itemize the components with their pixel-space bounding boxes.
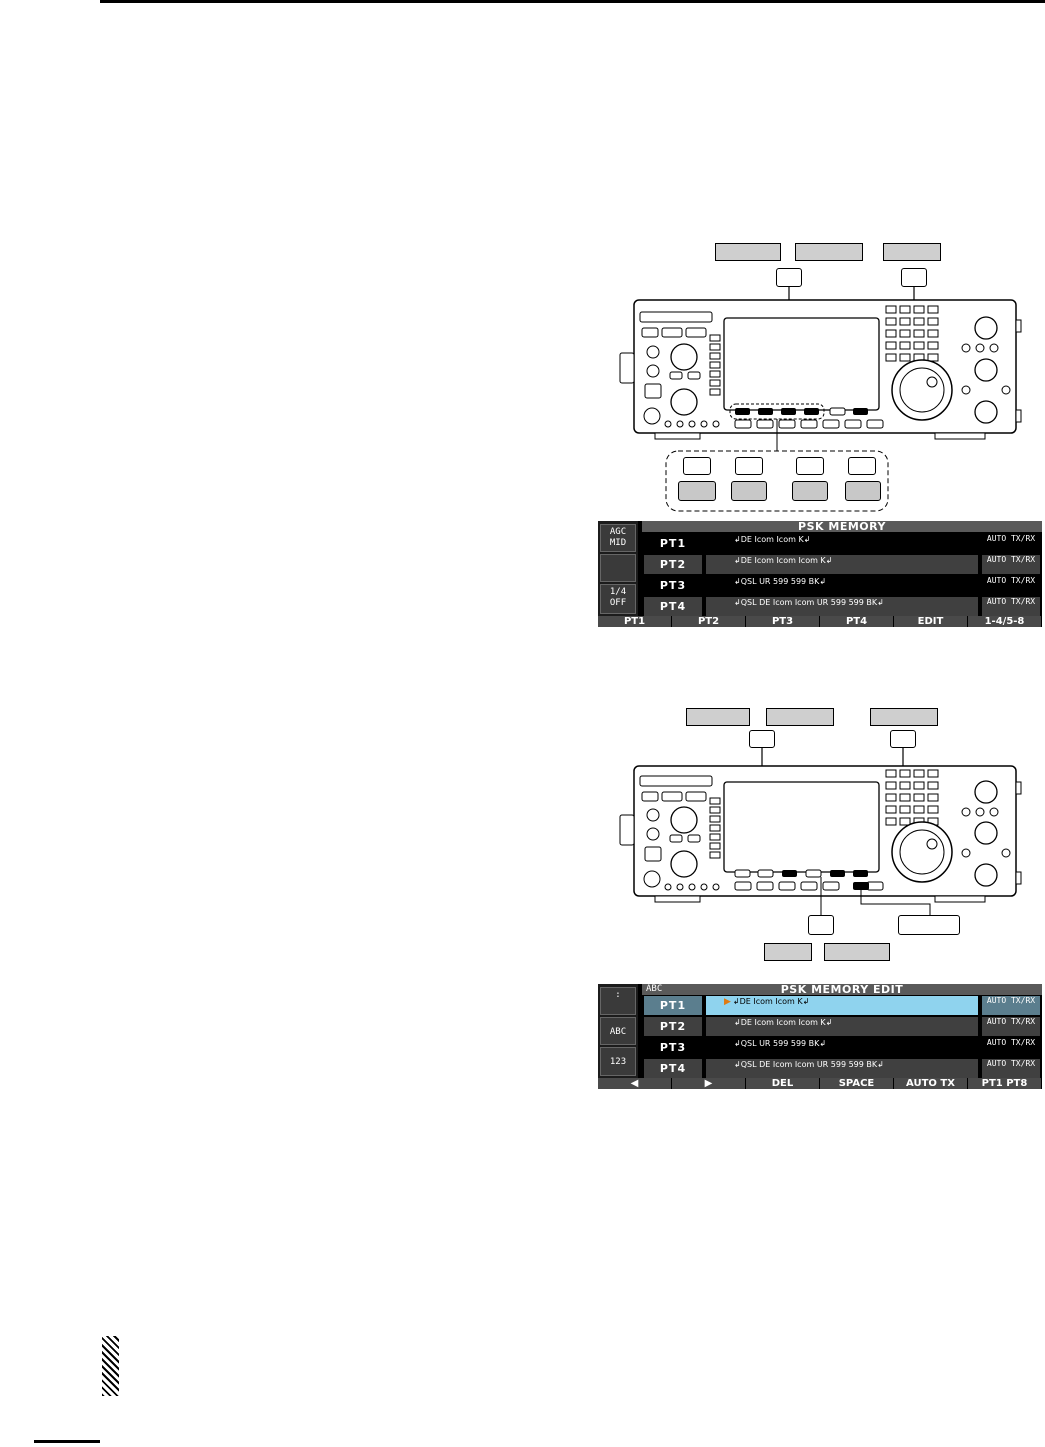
- fkey-right[interactable]: ▶: [672, 1078, 745, 1089]
- function-key-bar: ◀ ▶ DEL SPACE AUTO TX PT1 PT8: [598, 1078, 1042, 1089]
- memory-row-mode: AUTO TX/RX: [982, 1059, 1040, 1078]
- memory-row-label: PT3: [644, 1038, 702, 1057]
- psk-memory-screen: AGC MID 1/4 OFF PSK MEMORY PT1 ↲DE Icom …: [598, 521, 1042, 627]
- callout-label-1: [715, 243, 781, 261]
- memory-row-text-value: ↲DE Icom Icom K↲: [732, 997, 810, 1006]
- memory-row-text[interactable]: ▶↲DE Icom Icom K↲: [706, 996, 978, 1015]
- transceiver-front-panel-1: [619, 287, 1022, 512]
- psk-memory-edit-screen: : ABC 123 PSK MEMORY EDIT ABC PT1 ▶↲DE I…: [598, 984, 1042, 1089]
- side-button-empty[interactable]: [600, 554, 636, 582]
- memory-row-mode: AUTO TX/RX: [982, 555, 1040, 574]
- key-pt1: [683, 457, 711, 475]
- memory-row-text: ↲QSL UR 599 599 BK↲: [706, 1038, 978, 1057]
- side-button-abc[interactable]: ABC: [600, 1017, 636, 1045]
- callout-label-5: [766, 708, 834, 726]
- fkey-del[interactable]: DEL: [746, 1078, 819, 1089]
- input-mode-indicator: ABC: [646, 984, 663, 994]
- page-top-rule: [100, 0, 1045, 3]
- memory-row-label: PT4: [644, 1059, 702, 1078]
- memory-row-text: ↲QSL UR 599 599 BK↲: [706, 576, 978, 595]
- fkey-pt2[interactable]: PT2: [672, 616, 745, 627]
- callout-label-3: [883, 243, 941, 261]
- callout-label-2: [795, 243, 863, 261]
- memory-row-text: ↲DE Icom Icom K↲: [706, 534, 978, 553]
- key-pt2: [735, 457, 763, 475]
- memory-row-pt4: PT4 ↲QSL DE Icom Icom UR 599 599 BK↲ AUT…: [642, 596, 1042, 617]
- key-label-pt3: [792, 481, 828, 501]
- fkey-pt-range[interactable]: PT1 PT8: [968, 1078, 1041, 1089]
- memory-row-pt1[interactable]: PT1 ▶↲DE Icom Icom K↲ AUTO TX/RX: [642, 995, 1042, 1016]
- memory-row-mode: AUTO TX/RX: [982, 1038, 1040, 1057]
- fkey-space[interactable]: SPACE: [820, 1078, 893, 1089]
- radio-diagram-2: [600, 700, 1040, 968]
- fkey-pt3[interactable]: PT3: [746, 616, 819, 627]
- callout-label-8: [824, 943, 890, 961]
- memory-row-label: PT4: [644, 597, 702, 616]
- memory-row-mode: AUTO TX/RX: [982, 534, 1040, 553]
- screen-title: PSK MEMORY EDIT: [642, 984, 1042, 995]
- side-button-123[interactable]: 123: [600, 1047, 636, 1076]
- page-bottom-rule: [34, 1440, 100, 1443]
- memory-row-mode: AUTO TX/RX: [982, 597, 1040, 616]
- key-label-pt1: [678, 481, 716, 501]
- memory-row-mode: AUTO TX/RX: [982, 1017, 1040, 1036]
- fkey-edit[interactable]: EDIT: [894, 616, 967, 627]
- fkey-page[interactable]: 1-4/5-8: [968, 616, 1041, 627]
- fkey-pt1[interactable]: PT1: [598, 616, 671, 627]
- side-button-agc[interactable]: AGC MID: [600, 524, 636, 552]
- function-key-bar: PT1 PT2 PT3 PT4 EDIT 1-4/5-8: [598, 616, 1042, 627]
- note-hatch-icon: [102, 1336, 119, 1396]
- callout-label-4: [686, 708, 750, 726]
- side-button-quarter[interactable]: 1/4 OFF: [600, 584, 636, 614]
- side-button-colon[interactable]: :: [600, 987, 636, 1015]
- memory-row-pt1: PT1 ↲DE Icom Icom K↲ AUTO TX/RX: [642, 533, 1042, 554]
- memory-row-label: PT3: [644, 576, 702, 595]
- transceiver-front-panel-2: [619, 748, 1022, 915]
- side-button-panel: AGC MID 1/4 OFF: [598, 521, 638, 616]
- memory-row-label: PT2: [644, 555, 702, 574]
- screen-title: PSK MEMORY: [642, 521, 1042, 532]
- memory-row-mode: AUTO TX/RX: [982, 996, 1040, 1015]
- memory-row-pt3: PT3 ↲QSL UR 599 599 BK↲ AUTO TX/RX: [642, 575, 1042, 596]
- memory-row-pt2: PT2 ↲DE Icom Icom Icom K↲ AUTO TX/RX: [642, 1016, 1042, 1037]
- callout-key-6: [898, 915, 960, 935]
- callout-key-4: [890, 730, 916, 748]
- memory-row-pt4: PT4 ↲QSL DE Icom Icom UR 599 599 BK↲ AUT…: [642, 1058, 1042, 1079]
- key-pt3: [796, 457, 824, 475]
- memory-row-label: PT2: [644, 1017, 702, 1036]
- fkey-auto-tx[interactable]: AUTO TX: [894, 1078, 967, 1089]
- memory-row-text: ↲QSL DE Icom Icom UR 599 599 BK↲: [706, 1059, 978, 1078]
- callout-key-1: [776, 268, 802, 287]
- key-label-pt2: [731, 481, 767, 501]
- key-pt4: [848, 457, 876, 475]
- key-label-pt4: [845, 481, 881, 501]
- memory-row-pt2: PT2 ↲DE Icom Icom Icom K↲ AUTO TX/RX: [642, 554, 1042, 575]
- fkey-left[interactable]: ◀: [598, 1078, 671, 1089]
- callout-label-7: [764, 943, 812, 961]
- callout-key-2: [901, 268, 927, 287]
- memory-row-mode: AUTO TX/RX: [982, 576, 1040, 595]
- memory-row-text: ↲DE Icom Icom Icom K↲: [706, 555, 978, 574]
- callout-label-6: [870, 708, 938, 726]
- callout-key-5: [808, 915, 834, 935]
- radio-diagram-1: [600, 240, 1040, 515]
- memory-row-text: ↲QSL DE Icom Icom UR 599 599 BK↲: [706, 597, 978, 616]
- side-button-panel: : ABC 123: [598, 984, 638, 1078]
- callout-key-3: [749, 730, 775, 748]
- memory-row-label: PT1: [644, 996, 702, 1015]
- fkey-pt4[interactable]: PT4: [820, 616, 893, 627]
- memory-row-label: PT1: [644, 534, 702, 553]
- memory-row-text: ↲DE Icom Icom Icom K↲: [706, 1017, 978, 1036]
- memory-row-pt3: PT3 ↲QSL UR 599 599 BK↲ AUTO TX/RX: [642, 1037, 1042, 1058]
- cursor-icon: ▶: [724, 997, 731, 1007]
